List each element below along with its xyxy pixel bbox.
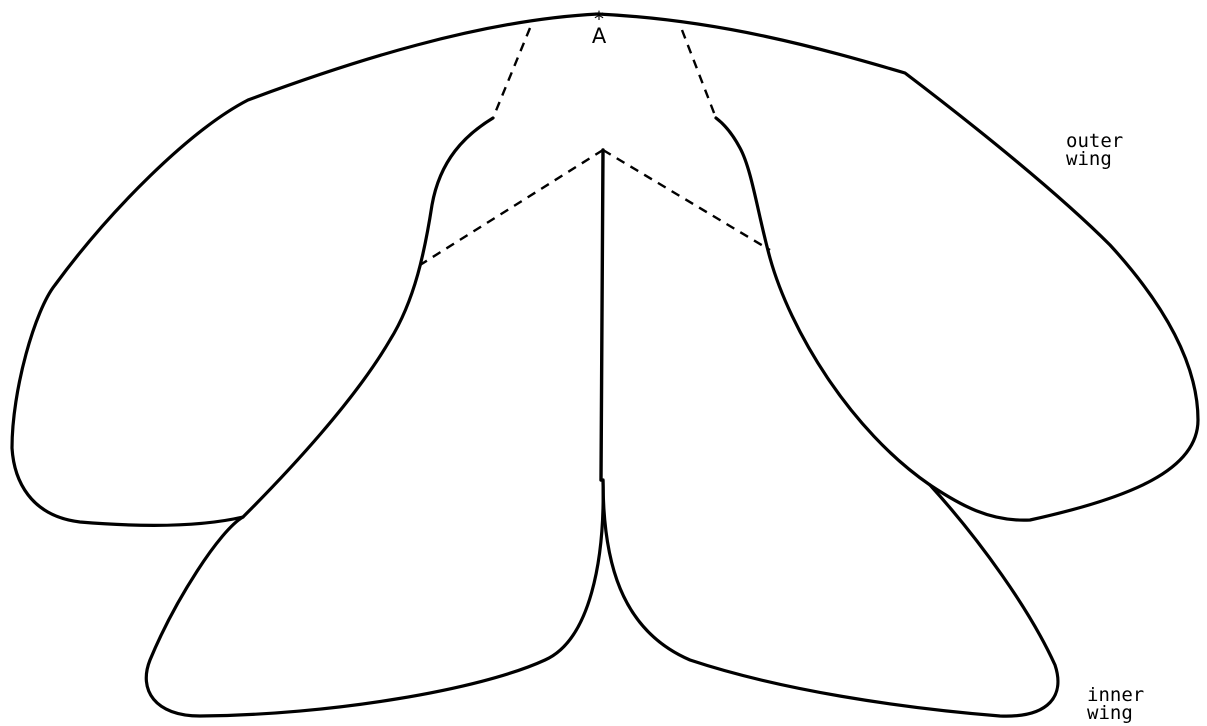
inner-wing-label-line2: wing (1087, 704, 1144, 722)
outer-wing-outline (12, 14, 1198, 525)
outer-wing-left-inner-edge (243, 118, 493, 517)
outer-wing-label-line2: wing (1066, 150, 1123, 168)
midline (601, 150, 603, 480)
outer-wing-label: outer wing (1066, 132, 1123, 168)
dashed-left-lower (420, 150, 603, 265)
dashed-left-upper (493, 28, 530, 118)
dashed-right-upper (682, 30, 716, 118)
dashed-right-lower (603, 150, 770, 250)
point-a-letter: A (587, 26, 611, 46)
inner-wing-label: inner wing (1087, 686, 1144, 722)
inner-wing-outline (146, 480, 603, 716)
point-a-label: * A (587, 12, 611, 46)
